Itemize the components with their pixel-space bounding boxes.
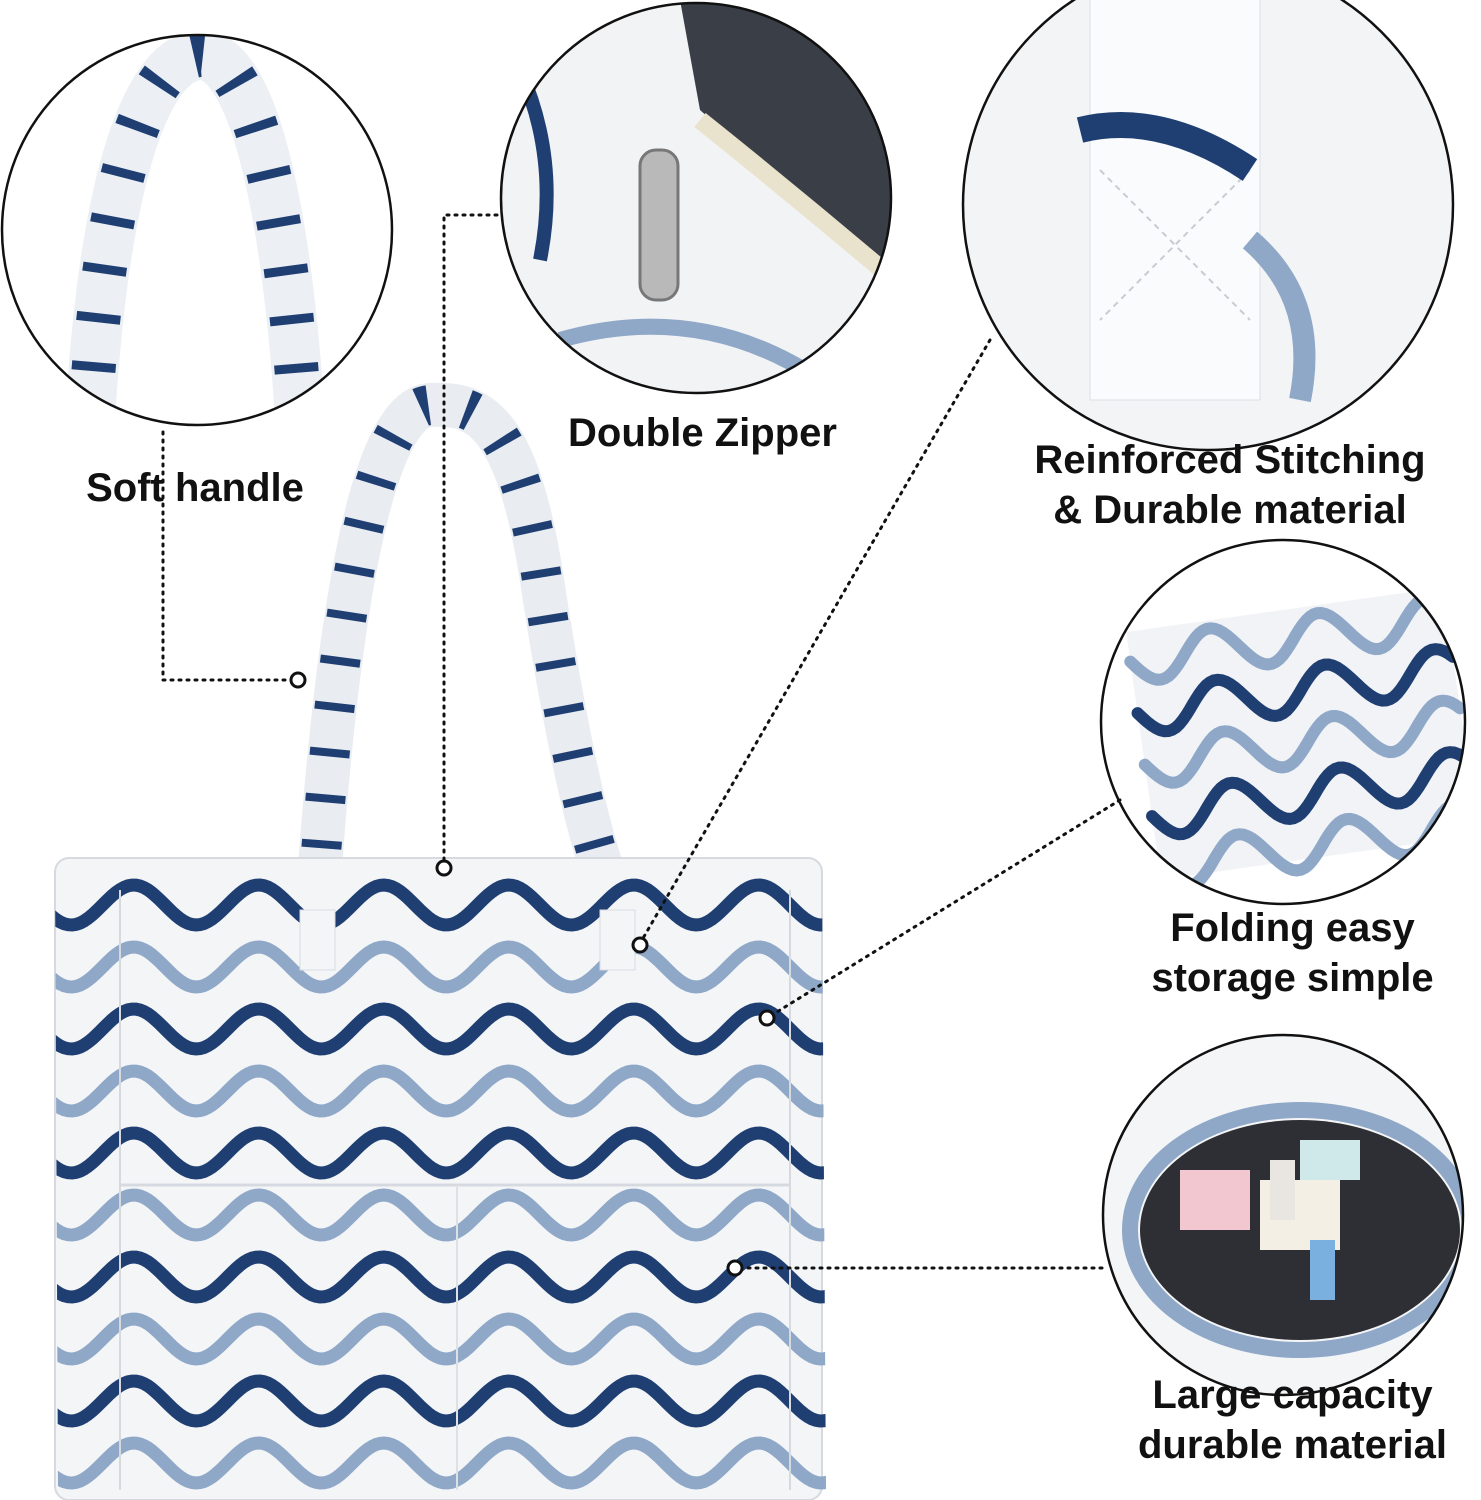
label-double-zipper: Double Zipper bbox=[530, 408, 875, 458]
detail-circle-stitching bbox=[961, 0, 1455, 452]
wave-stripe bbox=[55, 940, 826, 994]
label-line: durable material bbox=[1137, 1423, 1447, 1467]
label-line: Soft handle bbox=[86, 466, 304, 510]
wave-stripe bbox=[55, 1002, 826, 1056]
label-reinforced-stitching: Reinforced Stitching & Durable material bbox=[1000, 435, 1460, 535]
detail-circle-handle bbox=[0, 33, 394, 427]
wave-stripe bbox=[1138, 694, 1465, 789]
label-line: Folding easy bbox=[1170, 906, 1415, 950]
label-folding-storage: Folding easy storage simple bbox=[1120, 903, 1465, 1003]
detail-circle-folding bbox=[1099, 538, 1467, 906]
wave-stripe bbox=[55, 1312, 826, 1366]
wave-stripe bbox=[55, 1126, 826, 1180]
detail-circle-zipper bbox=[499, 1, 893, 395]
wave-stripe bbox=[55, 1250, 826, 1304]
wave-stripe bbox=[55, 1064, 826, 1118]
label-line: Large capacity bbox=[1152, 1373, 1433, 1417]
detail-circle-capacity bbox=[1101, 1033, 1465, 1397]
label-line: Double Zipper bbox=[568, 411, 837, 455]
label-soft-handle: Soft handle bbox=[30, 463, 360, 513]
callout-dots bbox=[289, 671, 776, 1277]
wave-stripe bbox=[1146, 746, 1465, 841]
label-large-capacity: Large capacity durable material bbox=[1110, 1370, 1475, 1470]
wave-stripe bbox=[55, 1374, 826, 1428]
connector-lines bbox=[161, 213, 1122, 1270]
wave-stripe bbox=[55, 878, 826, 932]
label-line: storage simple bbox=[1151, 956, 1434, 1000]
wave-stripe bbox=[1131, 643, 1459, 738]
wave-stripe bbox=[55, 1188, 826, 1242]
tote-bag bbox=[54, 382, 826, 1500]
label-line: Reinforced Stitching bbox=[1034, 438, 1426, 482]
wave-stripe bbox=[1124, 591, 1452, 686]
label-line: & Durable material bbox=[1053, 488, 1407, 532]
wave-stripe bbox=[55, 1436, 826, 1490]
